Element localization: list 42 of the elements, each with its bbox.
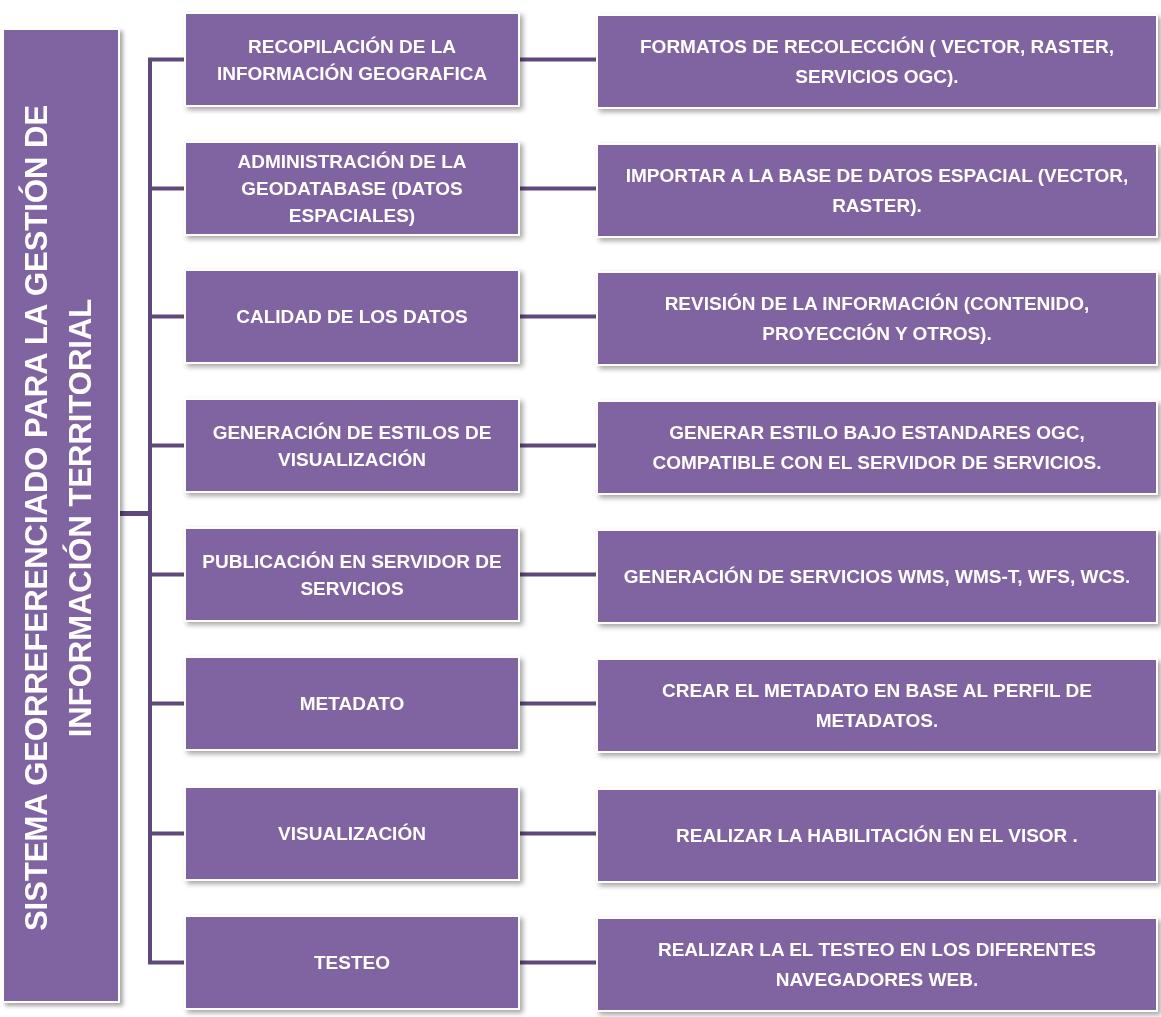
description-box — [596, 143, 1158, 238]
description-box — [596, 658, 1158, 753]
box-text: CALIDAD DE LOS DATOS — [236, 305, 468, 329]
stage-box — [184, 269, 520, 364]
box-text: TESTEO — [314, 951, 390, 975]
box-text: GENERACIÓN DE ESTILOS DE VISUALIZACIÓN — [211, 420, 493, 472]
stage-box — [184, 786, 520, 881]
stage-box — [184, 141, 520, 236]
stage-box — [184, 398, 520, 493]
description-box — [596, 529, 1158, 624]
description-box — [596, 788, 1158, 883]
stage-box — [184, 527, 520, 622]
vertical-title: SISTEMA GEORREFERENCIADO PARA LA GESTIÓN DE INFORMACIÓN TERRITORIAL — [17, 103, 99, 933]
box-text: FORMATOS DE RECOLECCIÓN ( VECTOR, RASTER, SERVICIOS OGC). — [639, 34, 1115, 89]
title-box — [2, 28, 120, 1003]
box-text: GENERACIÓN DE SERVICIOS WMS, WMS-T, WFS, WCS. — [623, 564, 1131, 589]
box-text: ADMINISTRACIÓN DE LA GEODATABASE (DATOS ESPACIALES) — [236, 150, 468, 228]
connector-line — [520, 57, 596, 62]
box-text: VISUALIZACIÓN — [278, 822, 426, 846]
box-text: REVISIÓN DE LA INFORMACIÓN (CONTENIDO, PROYECCIÓN Y OTROS). — [663, 291, 1091, 346]
connector-line — [520, 443, 596, 448]
box-text: RECOPILACIÓN DE LA INFORMACIÓN GEOGRAFICA — [215, 34, 489, 86]
connector-line — [520, 960, 596, 965]
box-text: REALIZAR LA EL TESTEO EN LOS DIFERENTES NAVEGADORES WEB. — [656, 937, 1098, 992]
connector-line — [520, 314, 596, 319]
stage-box — [184, 915, 520, 1010]
description-box — [596, 400, 1158, 495]
box-text: GENERAR ESTILO BAJO ESTANDARES OGC, COMPATIBLE CON EL SERVIDOR DE SERVICIOS. — [651, 420, 1103, 475]
stage-box — [184, 12, 520, 107]
box-text: REALIZAR LA HABILITACIÓN EN EL VISOR . — [676, 823, 1078, 848]
connector-line — [520, 186, 596, 191]
description-box — [596, 14, 1158, 109]
description-box — [596, 271, 1158, 366]
box-text: IMPORTAR A LA BASE DE DATOS ESPACIAL (VECTOR, RASTER). — [624, 163, 1130, 218]
box-text: CREAR EL METADATO EN BASE AL PERFIL DE METADATOS. — [661, 678, 1093, 733]
connector-line — [520, 572, 596, 577]
box-text: PUBLICACIÓN EN SERVIDOR DE SERVICIOS — [201, 549, 503, 601]
connector-line — [520, 831, 596, 836]
stage-box — [184, 656, 520, 751]
connector-line — [520, 701, 596, 706]
box-text: METADATO — [299, 692, 405, 716]
description-box — [596, 917, 1158, 1012]
